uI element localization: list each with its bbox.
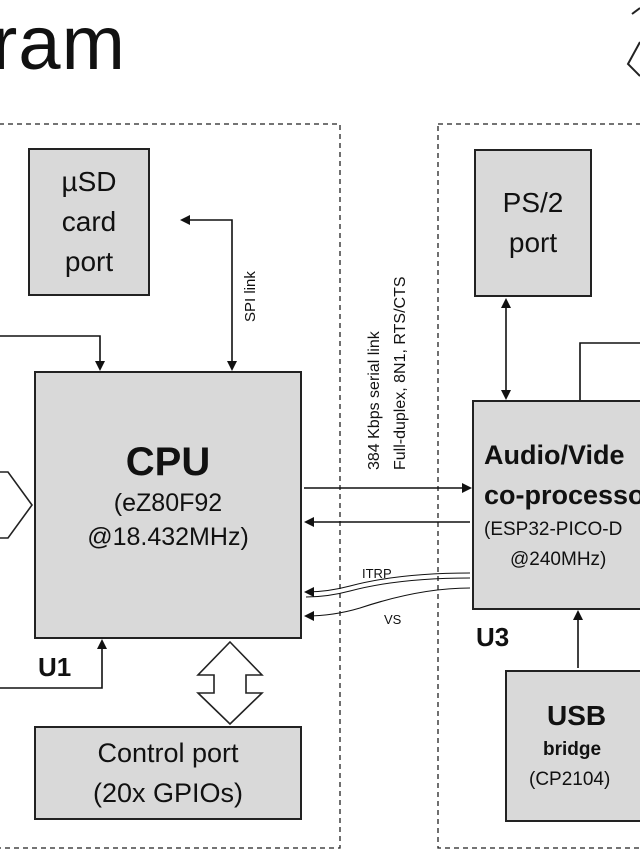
usd-line-3: port: [64, 246, 114, 277]
av-clock: @240MHz): [510, 549, 607, 570]
gpio-bus-arrow: [196, 640, 264, 726]
av-name-2: co-processo: [484, 480, 640, 510]
usb-line-2: bridge: [543, 739, 602, 760]
vs-label: VS: [384, 612, 402, 627]
cpu-clock: @18.432MHz): [87, 523, 249, 551]
corner-mark: [626, 41, 640, 77]
control-line-1: Control port: [97, 738, 239, 768]
ps2-line-2: port: [508, 227, 558, 258]
usd-line-1: µSD: [61, 166, 117, 197]
left-bottom-wire: [0, 639, 107, 689]
vs-wire: [304, 587, 471, 621]
usb-bridge-block: USB bridge (CP2104): [505, 670, 640, 822]
cpu-block: CPU (eZ80F92 @18.432MHz): [34, 371, 302, 639]
ps2-line-1: PS/2: [502, 187, 564, 218]
u1-label: U1: [38, 652, 72, 682]
ps2-port-block: PS/2 port: [474, 149, 592, 297]
usb-name: USB: [547, 700, 607, 731]
usd-card-port-block: µSD card port: [28, 148, 150, 296]
left-top-wire: [0, 335, 105, 371]
itrp-label: ITRP: [362, 566, 392, 581]
av-top-wire: [579, 342, 640, 400]
audio-video-coprocessor-block: Audio/Vide co-processo (ESP32-PICO-D @24…: [472, 400, 640, 610]
serial-link-label: 384 Kbps serial link: [366, 331, 383, 470]
u3-label: U3: [476, 622, 510, 652]
av-name-1: Audio/Vide: [484, 440, 625, 470]
cpu-name: CPU: [125, 440, 211, 484]
u1-frame: [0, 123, 341, 849]
usb-chip: (CP2104): [529, 769, 611, 790]
left-bus-arrow: [0, 471, 33, 539]
control-port-block: Control port (20x GPIOs): [34, 726, 302, 820]
spi-wire: [180, 215, 237, 371]
page-title: ram: [0, 1, 126, 86]
control-line-2: (20x GPIOs): [92, 778, 244, 808]
spi-link-label: SPI link: [242, 271, 259, 322]
usd-line-2: card: [61, 206, 117, 237]
av-chip: (ESP32-PICO-D: [484, 519, 623, 540]
u3-frame: [437, 123, 640, 849]
cpu-chip: (eZ80F92: [113, 489, 223, 517]
serial-config-label: Full-duplex, 8N1, RTS/CTS: [392, 276, 409, 470]
itrp-wire: [304, 572, 471, 597]
